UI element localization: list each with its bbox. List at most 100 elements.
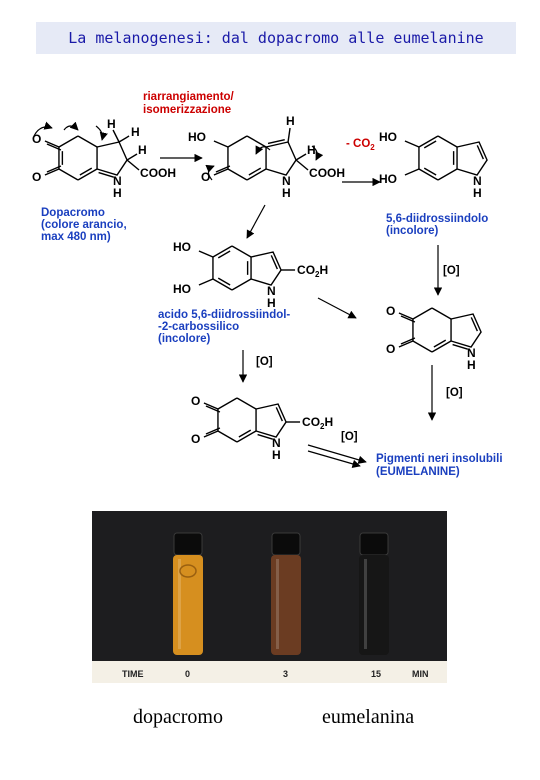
bond <box>227 168 248 181</box>
bond <box>198 250 214 258</box>
curved-arrow <box>205 164 215 181</box>
double-bond <box>248 167 262 176</box>
bond <box>418 168 439 181</box>
bond <box>217 397 238 410</box>
bond <box>246 168 267 181</box>
atom-label: H <box>138 143 147 157</box>
bond <box>404 168 420 176</box>
vial-cap <box>359 532 389 556</box>
arrow-to-pigment-2 <box>307 450 361 468</box>
bond <box>77 135 98 148</box>
vial-highlight <box>276 559 279 649</box>
atom-label: CO2H <box>302 415 333 431</box>
arrow-dhica-to-quinone <box>317 297 357 319</box>
co2-loss-label: - CO2 <box>346 138 375 152</box>
atom-label: H <box>131 125 140 139</box>
vial-liquid <box>359 555 389 655</box>
bond <box>412 340 433 353</box>
atom-label: O <box>386 342 395 356</box>
bond <box>203 430 219 438</box>
double-bond <box>79 167 93 176</box>
double-bond <box>275 407 283 422</box>
bond <box>44 140 60 148</box>
double-bond <box>257 433 273 440</box>
atom-label: H <box>107 117 116 131</box>
bond <box>58 135 79 148</box>
bond <box>205 405 221 413</box>
bond <box>236 397 257 410</box>
bond <box>437 168 458 181</box>
vial-highlight <box>178 559 181 649</box>
vial-2 <box>271 532 301 655</box>
oxidation-label-1: [O] <box>443 265 460 277</box>
atom-label: N <box>267 284 276 298</box>
bond <box>96 141 128 176</box>
atom-label: N <box>473 174 482 188</box>
double-bond <box>217 250 231 259</box>
dopachrome-name: Dopacromo(colore arancio,max 480 nm) <box>41 207 127 243</box>
bond <box>227 135 248 148</box>
bond <box>287 127 291 143</box>
atom-label: CO2H <box>297 263 328 279</box>
bond <box>212 245 233 258</box>
vial-highlight <box>364 559 367 649</box>
curved-arrow <box>255 145 271 155</box>
bond <box>437 135 458 148</box>
vial-bubble <box>179 564 197 578</box>
bond <box>205 427 221 435</box>
atom-label: HO <box>188 130 206 144</box>
atom-label: N <box>272 436 281 450</box>
atom-label: N <box>282 174 291 188</box>
atom-label: H <box>267 296 276 310</box>
photo-strip <box>92 661 447 683</box>
atom-label: N <box>467 346 476 360</box>
vial-liquid <box>271 555 301 655</box>
title-banner: La melanogenesi: dal dopacromo alle eume… <box>36 22 516 54</box>
atom-label: O <box>191 394 200 408</box>
atom-label: HO <box>379 172 397 186</box>
bond <box>77 168 98 181</box>
bond <box>217 430 238 443</box>
atom-label: COOH <box>309 166 345 180</box>
bond <box>246 135 267 148</box>
vial-cap <box>271 532 301 556</box>
caption-dopachrome: dopacromo <box>133 706 223 728</box>
atom-label: H <box>113 186 122 200</box>
atom-label: O <box>386 304 395 318</box>
bond <box>112 129 120 143</box>
bond <box>198 278 214 286</box>
page-title: La melanogenesi: dal dopacromo alle eume… <box>68 29 484 47</box>
atom-label: O <box>201 170 210 184</box>
bond <box>412 307 433 320</box>
bond <box>265 141 297 176</box>
bond <box>431 307 452 320</box>
bond <box>212 278 233 291</box>
double-bond <box>98 171 114 178</box>
double-bond <box>470 317 478 332</box>
bond <box>118 135 130 143</box>
curved-arrow <box>311 145 324 161</box>
atom-label: H <box>307 143 316 157</box>
vial-3 <box>359 532 389 655</box>
curved-arrow <box>33 121 53 137</box>
bond <box>418 135 439 148</box>
arrow-to-dhica <box>246 204 266 239</box>
atom-label: COOH <box>140 166 176 180</box>
bond <box>400 315 416 323</box>
pigment-name: Pigmenti neri insolubili(EUMELANINE) <box>376 453 503 478</box>
double-bond <box>452 343 468 350</box>
vial-1 <box>173 532 203 655</box>
oxidation-label-4: [O] <box>341 431 358 443</box>
double-bond <box>423 167 437 176</box>
rearrangement-label: riarrangiamento/isomerizzazione <box>143 91 235 116</box>
atom-label: H <box>272 448 281 462</box>
double-bond <box>433 339 447 348</box>
bond <box>398 340 414 348</box>
atom-label: N <box>113 174 122 188</box>
bond <box>295 153 307 161</box>
double-bond <box>267 138 285 145</box>
bond <box>126 153 138 161</box>
arrow-to-pigment-1 <box>307 444 367 464</box>
bond <box>295 159 309 171</box>
